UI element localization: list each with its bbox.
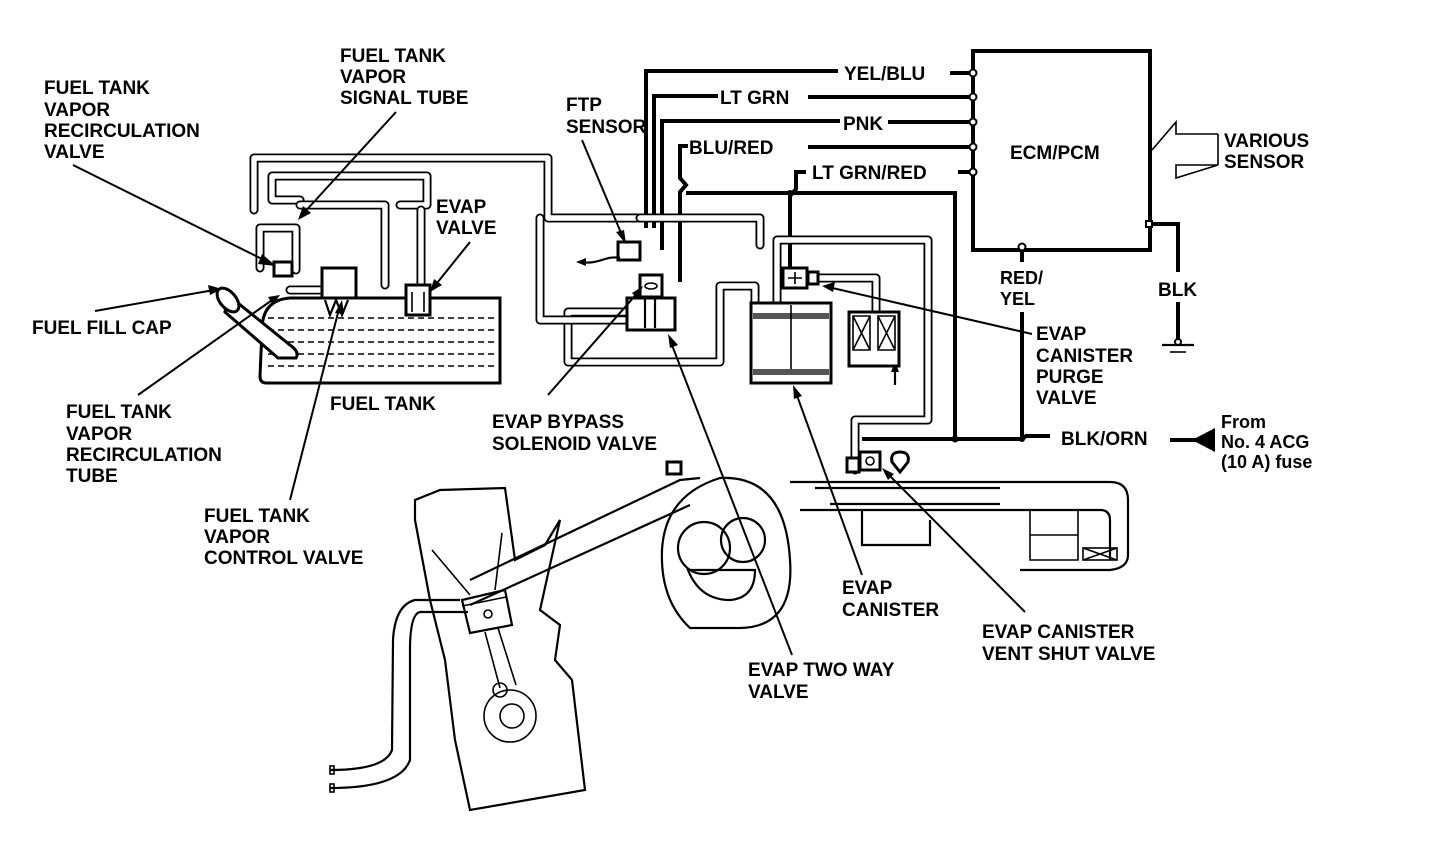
label-evap-valve: EVAP VALVE xyxy=(430,197,497,292)
purge-label-2: CANISTER xyxy=(1036,346,1133,367)
wire-label-blu-red: BLU/RED xyxy=(689,138,773,159)
label-vent-shut-valve: EVAP CANISTER VENT SHUT VALVE xyxy=(882,468,1155,665)
recirc-valve-label-2: VAPOR xyxy=(44,100,110,121)
recirc-tube-label-2: VAPOR xyxy=(66,424,132,445)
vent-shut-label-1: EVAP CANISTER xyxy=(982,622,1135,643)
wire-blk-ground: BLK xyxy=(1145,220,1197,353)
wire-lt-grn: LT GRN xyxy=(652,88,973,228)
wire-red-yel: RED/ YEL xyxy=(1000,242,1043,439)
vent-shut-label-2: VENT SHUT VALVE xyxy=(982,644,1155,665)
various-label-line2: SENSOR xyxy=(1224,152,1305,173)
purge-valve-body xyxy=(781,266,820,290)
recirc-valve-body xyxy=(272,260,294,278)
signal-tube-label-3: SIGNAL TUBE xyxy=(340,88,468,109)
bypass-label-1: EVAP BYPASS xyxy=(492,412,624,433)
ftp-label-2: SENSOR xyxy=(566,117,647,138)
signal-tube-label-1: FUEL TANK xyxy=(340,46,446,67)
ftp-label-1: FTP xyxy=(566,95,602,116)
recirc-valve-label-3: RECIRCULATION xyxy=(44,121,200,142)
recirc-valve-label-4: VALVE xyxy=(44,142,105,163)
power-source-line3: (10 A) fuse xyxy=(1221,452,1312,472)
wire-label-lt-grn-red: LT GRN/RED xyxy=(812,163,927,184)
purge-label-4: VALVE xyxy=(1036,388,1097,409)
bypass-label-2: SOLENOID VALVE xyxy=(492,434,657,455)
signal-tube-label-2: VAPOR xyxy=(340,67,406,88)
evap-canister-body xyxy=(749,301,833,385)
wire-yel-blu: YEL/BLU xyxy=(644,64,973,228)
wire-blk-orn: BLK/ORN From No. 4 ACG (10 A) fuse xyxy=(862,412,1312,472)
evap-valve-body xyxy=(404,283,432,317)
control-valve-label-1: FUEL TANK xyxy=(204,506,310,527)
bypass-solenoid-body xyxy=(625,273,677,332)
wire-label-red-yel-line1: RED/ xyxy=(1000,268,1043,288)
label-control-valve: FUEL TANK VAPOR CONTROL VALVE xyxy=(204,300,363,569)
label-canister: EVAP CANISTER xyxy=(793,385,939,621)
wire-label-red-yel-line2: YEL xyxy=(1000,289,1035,309)
wire-label-yel-blu: YEL/BLU xyxy=(844,64,925,85)
canister-label-2: CANISTER xyxy=(842,600,939,621)
label-recirc-valve: FUEL TANK VAPOR RECIRCULATION VALVE xyxy=(44,78,276,266)
wire-label-pnk: PNK xyxy=(843,114,883,135)
recirc-tube-label-3: RECIRCULATION xyxy=(66,445,222,466)
fuel-tank-label: FUEL TANK xyxy=(330,394,436,415)
vapor-hoses xyxy=(249,153,933,475)
wire-lt-grn-red: LT GRN/RED xyxy=(788,163,973,270)
label-ftp-sensor: FTP SENSOR xyxy=(566,95,647,244)
wire-label-lt-grn: LT GRN xyxy=(720,88,789,109)
label-bypass-solenoid: EVAP BYPASS SOLENOID VALVE xyxy=(492,286,657,455)
engine-intake xyxy=(329,460,1130,812)
ftp-sensor-body xyxy=(576,240,642,266)
various-sensor-input: VARIOUS SENSOR xyxy=(1151,119,1309,180)
various-label-line1: VARIOUS xyxy=(1224,131,1309,152)
two-way-label-1: EVAP TWO WAY xyxy=(748,660,895,681)
ecm-pcm-module: ECM/PCM xyxy=(971,49,1152,252)
ecm-pcm-label: ECM/PCM xyxy=(1010,143,1100,164)
power-source-line2: No. 4 ACG xyxy=(1221,432,1309,452)
label-recirc-tube: FUEL TANK VAPOR RECIRCULATION TUBE xyxy=(66,295,280,487)
purge-label-3: PURGE xyxy=(1036,367,1104,388)
recirc-tube-label-4: TUBE xyxy=(66,466,118,487)
wiring-harness: YEL/BLU LT GRN PNK BLU/RED LT GRN/RED xyxy=(644,64,1312,472)
hollow-arrow-left-icon xyxy=(1151,119,1219,180)
control-valve-label-2: VAPOR xyxy=(204,527,270,548)
ground-icon xyxy=(1162,338,1194,353)
label-two-way-valve: EVAP TWO WAY VALVE xyxy=(668,334,895,703)
power-source-line1: From xyxy=(1221,412,1266,432)
wire-pnk: PNK xyxy=(660,114,973,250)
two-way-valve-body xyxy=(847,310,901,368)
two-way-label-2: VALVE xyxy=(748,682,809,703)
solid-arrow-left-icon xyxy=(1192,428,1215,452)
purge-label-1: EVAP xyxy=(1036,324,1087,345)
label-fuel-fill-cap: FUEL FILL CAP xyxy=(32,285,222,339)
label-purge-valve: EVAP CANISTER PURGE VALVE xyxy=(822,282,1133,409)
fuel-fill-cap-label: FUEL FILL CAP xyxy=(32,318,172,339)
vent-shut-valve-body xyxy=(845,450,910,475)
wire-blu-red: BLU/RED xyxy=(678,138,973,282)
recirc-tube-label-1: FUEL TANK xyxy=(66,402,172,423)
control-valve-label-3: CONTROL VALVE xyxy=(204,548,363,569)
control-valve-body xyxy=(320,266,358,319)
wire-label-blk: BLK xyxy=(1158,280,1197,301)
canister-label-1: EVAP xyxy=(842,578,893,599)
recirc-valve-label-1: FUEL TANK xyxy=(44,78,150,99)
label-signal-tube: FUEL TANK VAPOR SIGNAL TUBE xyxy=(298,46,468,220)
fuel-tank: FUEL TANK xyxy=(258,296,502,415)
evap-valve-label-2: VALVE xyxy=(436,218,497,239)
wire-label-blk-orn: BLK/ORN xyxy=(1061,429,1148,450)
evap-valve-label-1: EVAP xyxy=(436,197,487,218)
